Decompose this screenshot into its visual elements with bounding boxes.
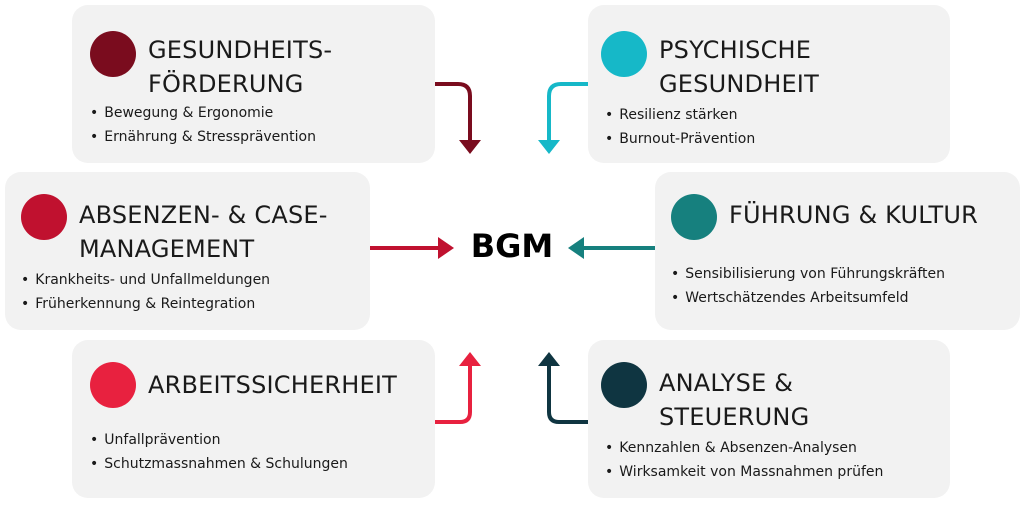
fuehrung-dot-icon bbox=[671, 194, 717, 240]
list-item: Bewegung & Ergonomie bbox=[90, 101, 316, 125]
list-item: Wirksamkeit von Massnahmen prüfen bbox=[605, 460, 883, 484]
box-absenzen-case-management: ABSENZEN- & CASE- MANAGEMENT Krankheits-… bbox=[5, 172, 370, 330]
list-item: Kennzahlen & Absenzen-Analysen bbox=[605, 436, 883, 460]
fuehrung-title: FÜHRUNG & KULTUR bbox=[729, 201, 979, 229]
analyse-title: ANALYSE & STEUERUNG bbox=[659, 369, 810, 431]
list-item: Unfallprävention bbox=[90, 428, 348, 452]
list-item: Wertschätzendes Arbeitsumfeld bbox=[671, 286, 945, 310]
box-gesundheitsfoerderung: GESUNDHEITS- FÖRDERUNG Bewegung & Ergono… bbox=[72, 5, 435, 163]
center-label-bgm: BGM bbox=[470, 227, 554, 265]
arrow-psychisch bbox=[538, 82, 588, 154]
sicherheit-dot-icon bbox=[90, 362, 136, 408]
list-item: Sensibilisierung von Führungskräften bbox=[671, 262, 945, 286]
sicherheit-bullets: Unfallprävention Schutzmassnahmen & Schu… bbox=[90, 428, 348, 476]
list-item: Krankheits- und Unfallmeldungen bbox=[21, 268, 270, 292]
box-arbeitssicherheit: ARBEITSSICHERHEIT Unfallprävention Schut… bbox=[72, 340, 435, 498]
arrow-absenzen bbox=[370, 237, 454, 259]
gesundheit-dot-icon bbox=[90, 31, 136, 77]
arrow-sicherheit bbox=[435, 352, 481, 424]
list-item: Ernährung & Stressprävention bbox=[90, 125, 316, 149]
arrow-fuehrung bbox=[568, 237, 655, 259]
psychisch-title: PSYCHISCHE GESUNDHEIT bbox=[659, 36, 819, 98]
box-analyse-steuerung: ANALYSE & STEUERUNG Kennzahlen & Absenze… bbox=[588, 340, 950, 498]
list-item: Burnout-Prävention bbox=[605, 127, 755, 151]
absenzen-bullets: Krankheits- und Unfallmeldungen Früherke… bbox=[21, 268, 270, 316]
list-item: Früherkennung & Reintegration bbox=[21, 292, 270, 316]
gesundheit-title: GESUNDHEITS- FÖRDERUNG bbox=[148, 36, 333, 98]
box-psychische-gesundheit: PSYCHISCHE GESUNDHEIT Resilienz stärken … bbox=[588, 5, 950, 163]
gesundheit-bullets: Bewegung & Ergonomie Ernährung & Stressp… bbox=[90, 101, 316, 149]
list-item: Schutzmassnahmen & Schulungen bbox=[90, 452, 348, 476]
fuehrung-bullets: Sensibilisierung von Führungskräften Wer… bbox=[671, 262, 945, 310]
psychisch-dot-icon bbox=[601, 31, 647, 77]
sicherheit-title: ARBEITSSICHERHEIT bbox=[148, 371, 398, 399]
analyse-bullets: Kennzahlen & Absenzen-Analysen Wirksamke… bbox=[605, 436, 883, 484]
psychisch-bullets: Resilienz stärken Burnout-Prävention bbox=[605, 103, 755, 151]
absenzen-title: ABSENZEN- & CASE- MANAGEMENT bbox=[79, 201, 328, 263]
arrow-analyse bbox=[538, 352, 588, 424]
absenzen-dot-icon bbox=[21, 194, 67, 240]
analyse-dot-icon bbox=[601, 362, 647, 408]
arrow-gesundheit bbox=[435, 82, 481, 154]
list-item: Resilienz stärken bbox=[605, 103, 755, 127]
box-fuehrung-kultur: FÜHRUNG & KULTUR Sensibilisierung von Fü… bbox=[655, 172, 1020, 330]
